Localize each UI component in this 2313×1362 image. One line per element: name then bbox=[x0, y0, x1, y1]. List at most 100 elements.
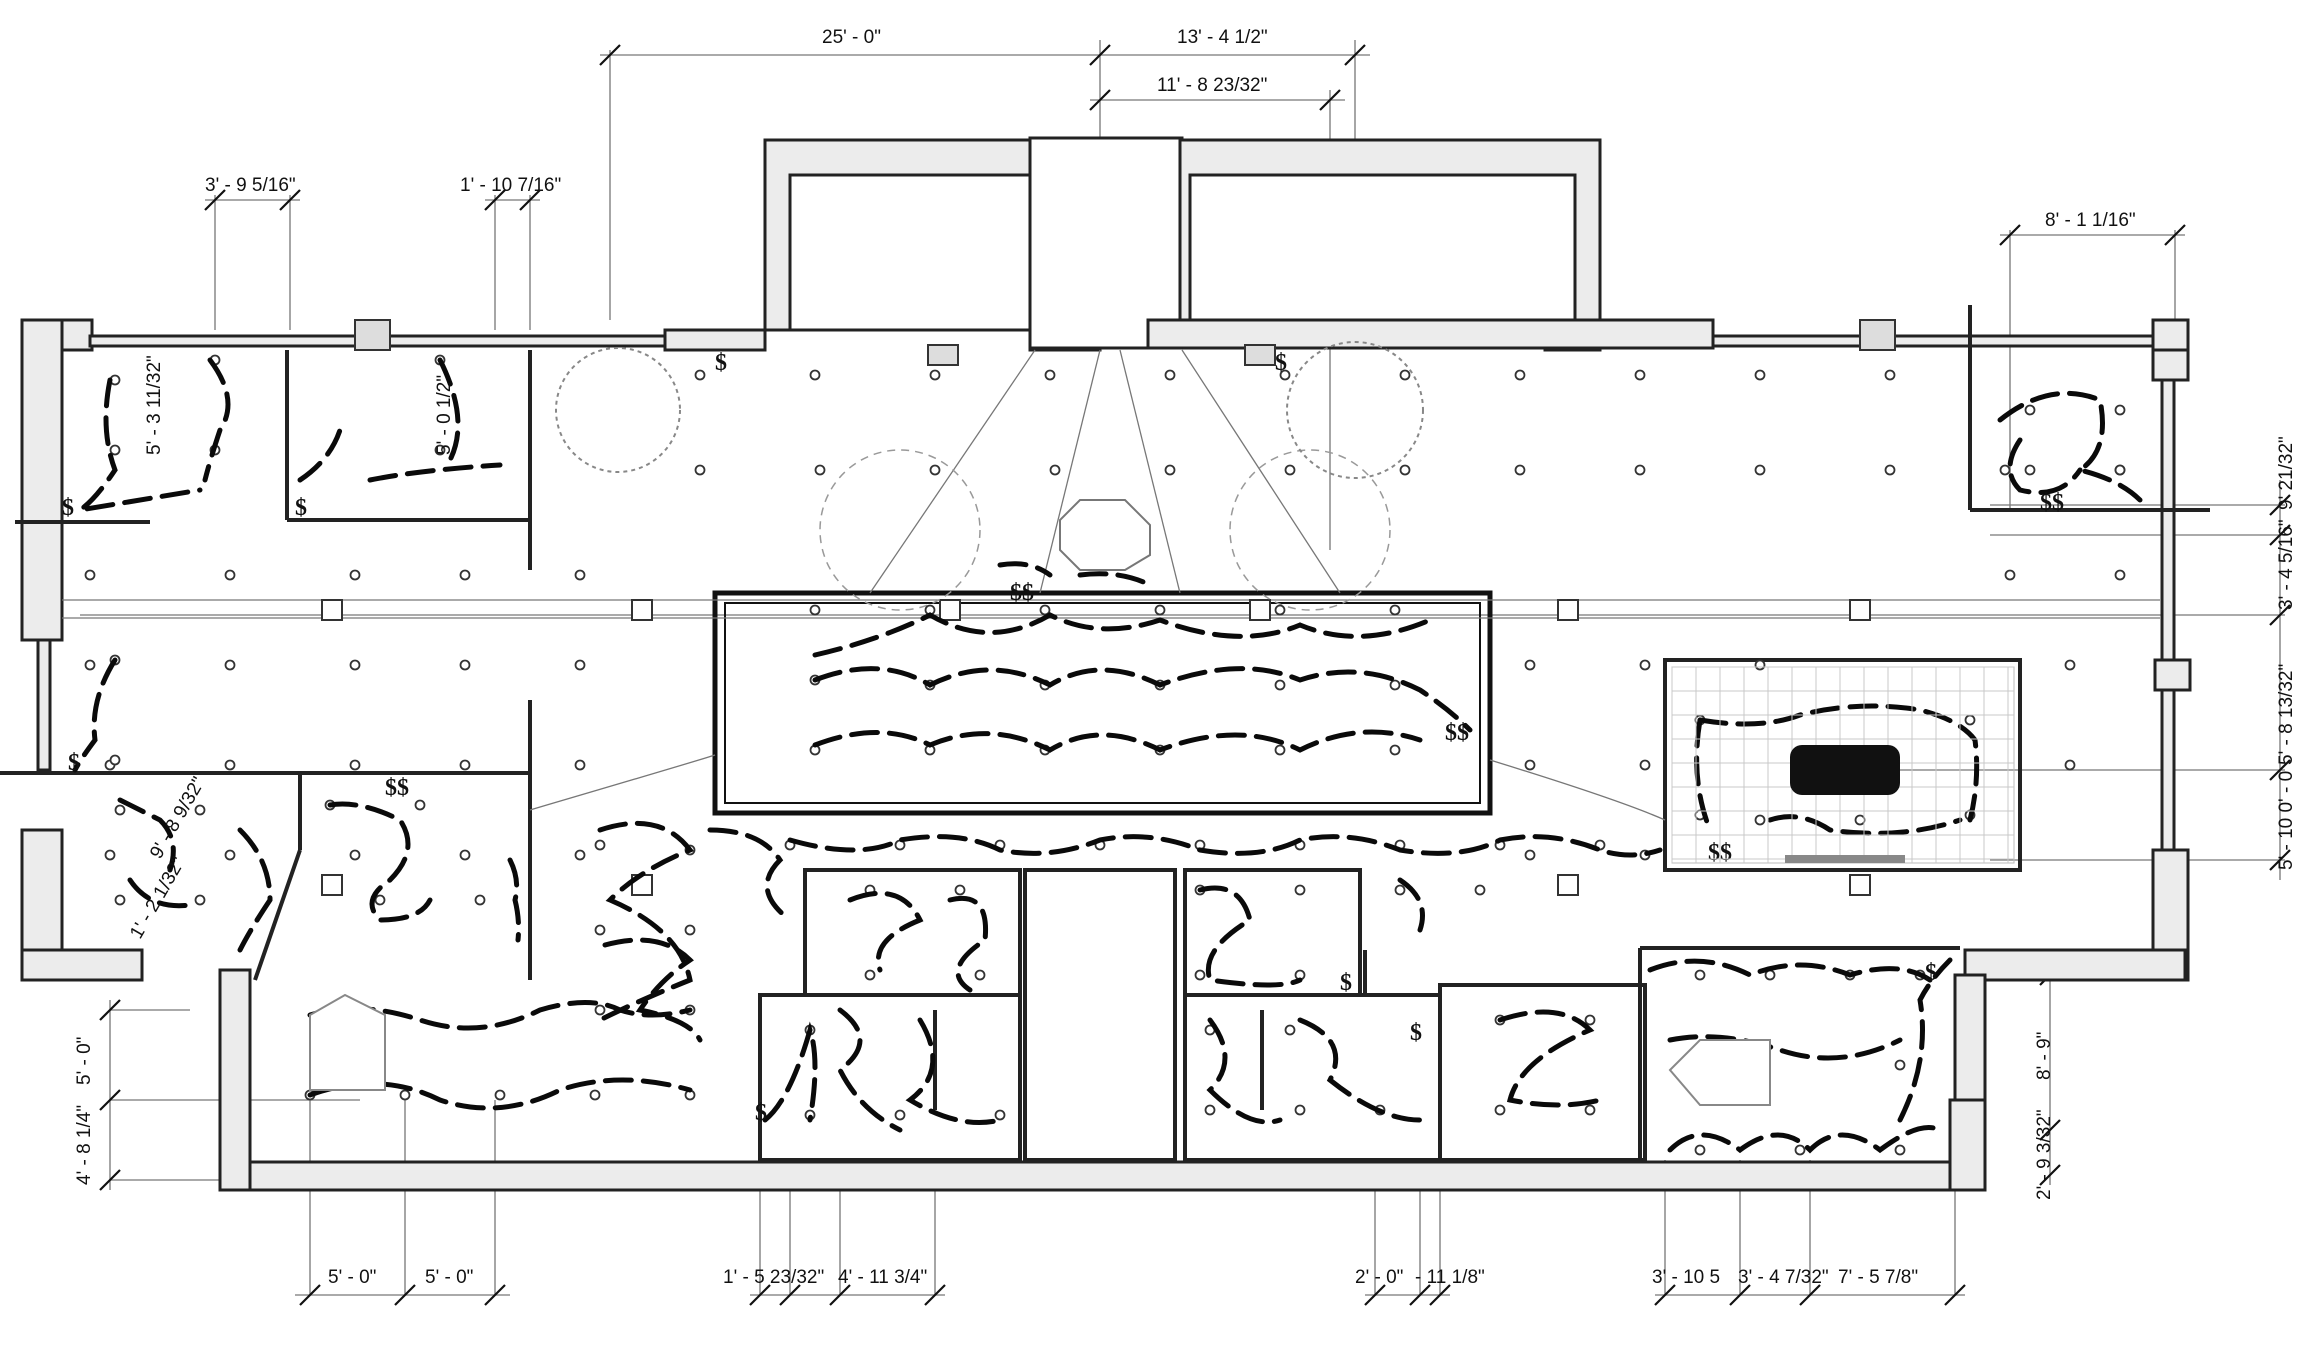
light-fixture-icon bbox=[84, 659, 96, 671]
light-fixture-icon bbox=[1164, 464, 1176, 476]
light-fixture-icon bbox=[929, 369, 941, 381]
dim-bottom-5ft-a: 5' - 0" bbox=[328, 1267, 376, 1288]
light-fixture-icon bbox=[1394, 884, 1406, 896]
light-fixture-icon bbox=[1204, 1104, 1216, 1116]
light-fixture-icon bbox=[224, 659, 236, 671]
light-fixture-icon bbox=[1514, 369, 1526, 381]
light-fixture-icon bbox=[1639, 759, 1651, 771]
tiled-room bbox=[1671, 666, 2015, 864]
svg-text:$: $ bbox=[62, 495, 74, 521]
light-fixture-icon bbox=[1754, 814, 1766, 826]
light-fixture-icon bbox=[1524, 759, 1536, 771]
light-fixture-icon bbox=[1894, 1144, 1906, 1156]
light-fixture-icon bbox=[1474, 884, 1486, 896]
light-fixture-icon bbox=[1274, 679, 1286, 691]
light-fixture-icon bbox=[594, 839, 606, 851]
svg-text:$$: $$ bbox=[2040, 490, 2064, 516]
svg-text:$: $ bbox=[1410, 1020, 1422, 1046]
light-fixture-icon bbox=[459, 659, 471, 671]
svg-text:$: $ bbox=[1275, 350, 1287, 376]
light-fixture-icon bbox=[194, 894, 206, 906]
dim-bottom-3ft: 3' - 10 5 bbox=[1652, 1267, 1720, 1288]
dim-top-11ft: 11' - 8 23/32" bbox=[1157, 75, 1267, 96]
dimension-extension-lines bbox=[80, 40, 2285, 1295]
light-fixture-icon bbox=[1584, 1104, 1596, 1116]
light-fixture-icon bbox=[2064, 759, 2076, 771]
light-fixture-icon bbox=[349, 659, 361, 671]
svg-text:$: $ bbox=[1340, 970, 1352, 996]
light-fixture-icon bbox=[1884, 464, 1896, 476]
light-fixture-icon bbox=[1389, 604, 1401, 616]
light-fixture-icon bbox=[1389, 744, 1401, 756]
light-fixture-icon bbox=[1284, 464, 1296, 476]
light-fixture-icon bbox=[84, 569, 96, 581]
dim-right-5ft-8: 5' - 8 13/32" bbox=[2276, 664, 2297, 765]
svg-text:$$: $$ bbox=[1010, 580, 1034, 606]
light-fixture-icon bbox=[2114, 464, 2126, 476]
light-fixture-icon bbox=[114, 894, 126, 906]
dim-top-left-3ft: 3' - 9 5/16" bbox=[205, 175, 296, 196]
light-fixture-icon bbox=[1164, 369, 1176, 381]
dimension-lines bbox=[99, 44, 2291, 1306]
light-fixture-icon bbox=[224, 569, 236, 581]
light-fixture-icon bbox=[349, 759, 361, 771]
light-fixture-icon bbox=[114, 804, 126, 816]
light-fixture-icon bbox=[589, 1089, 601, 1101]
light-fixture-icon bbox=[1274, 744, 1286, 756]
light-fixture-icon bbox=[1754, 659, 1766, 671]
tree-symbol-icon bbox=[555, 341, 1424, 479]
light-fixture-icon bbox=[1514, 464, 1526, 476]
light-fixture-icon bbox=[1044, 369, 1056, 381]
dim-left-5ft: 5' - 0" bbox=[74, 1037, 95, 1085]
light-fixture-icon bbox=[1284, 1024, 1296, 1036]
svg-text:$: $ bbox=[715, 350, 727, 376]
light-fixture-icon bbox=[104, 849, 116, 861]
dim-right-9ft: 9' 21/32" bbox=[2276, 436, 2297, 510]
light-fixture-icon bbox=[1279, 369, 1291, 381]
light-fixture-icon bbox=[349, 849, 361, 861]
light-fixture-icon bbox=[1694, 969, 1706, 981]
light-fixture-icon bbox=[109, 444, 121, 456]
light-fixture-icon bbox=[1389, 679, 1401, 691]
light-fixture-icon bbox=[1854, 814, 1866, 826]
light-fixture-icon bbox=[1754, 369, 1766, 381]
dim-top-25ft: 25' - 0" bbox=[822, 27, 881, 48]
light-fixture-icon bbox=[1524, 659, 1536, 671]
light-fixture-icon bbox=[399, 1089, 411, 1101]
dim-left-4ft: 4' - 8 1/4" bbox=[74, 1105, 95, 1185]
light-fixture-icon bbox=[694, 369, 706, 381]
svg-text:$$: $$ bbox=[1445, 720, 1469, 746]
dim-diag-1ft: 1' - 2 1/32" bbox=[126, 853, 190, 942]
light-fixture-icon bbox=[224, 849, 236, 861]
light-fixture-icon bbox=[2024, 404, 2036, 416]
dim-bottom-11: - 11 1/8" bbox=[1415, 1267, 1485, 1288]
dim-bottom-5ft-b: 5' - 0" bbox=[425, 1267, 473, 1288]
light-fixture-icon bbox=[1039, 604, 1051, 616]
interior-partitions bbox=[0, 305, 2210, 1162]
svg-text:$: $ bbox=[1925, 960, 1937, 986]
light-fixture-icon bbox=[1584, 1014, 1596, 1026]
skylight-lines bbox=[529, 349, 1666, 821]
light-fixture-icon bbox=[1399, 369, 1411, 381]
light-fixture-icon bbox=[349, 569, 361, 581]
light-fixture-icon bbox=[2114, 404, 2126, 416]
dim-bottom-4ft: 4' - 11 3/4" bbox=[838, 1267, 927, 1288]
svg-text:$: $ bbox=[68, 750, 80, 776]
light-fixture-icon bbox=[2004, 569, 2016, 581]
light-fixture-icon bbox=[2114, 569, 2126, 581]
dim-bottom-2ft: 2' - 0" bbox=[1355, 1267, 1403, 1288]
light-fixture-icon bbox=[1294, 1104, 1306, 1116]
light-fixture-icon bbox=[1894, 1059, 1906, 1071]
light-fixture-icon bbox=[574, 759, 586, 771]
light-fixture-icon bbox=[1524, 849, 1536, 861]
hood-fixture bbox=[309, 993, 1771, 1106]
switch-symbol-icon: $ $ $ $ $$ $$ $$ $ $ $$ $$ $ $ $ bbox=[62, 350, 2064, 1126]
light-fixture-icon bbox=[109, 754, 121, 766]
dim-room-5ft-3: 5' - 3 11/32" bbox=[144, 355, 165, 455]
light-fixture-icon bbox=[929, 464, 941, 476]
light-fixture-icon bbox=[809, 369, 821, 381]
light-fixture-icon bbox=[594, 924, 606, 936]
light-fixture-icon bbox=[1274, 604, 1286, 616]
light-fixture-icon bbox=[1884, 369, 1896, 381]
light-fixture-icon bbox=[459, 759, 471, 771]
